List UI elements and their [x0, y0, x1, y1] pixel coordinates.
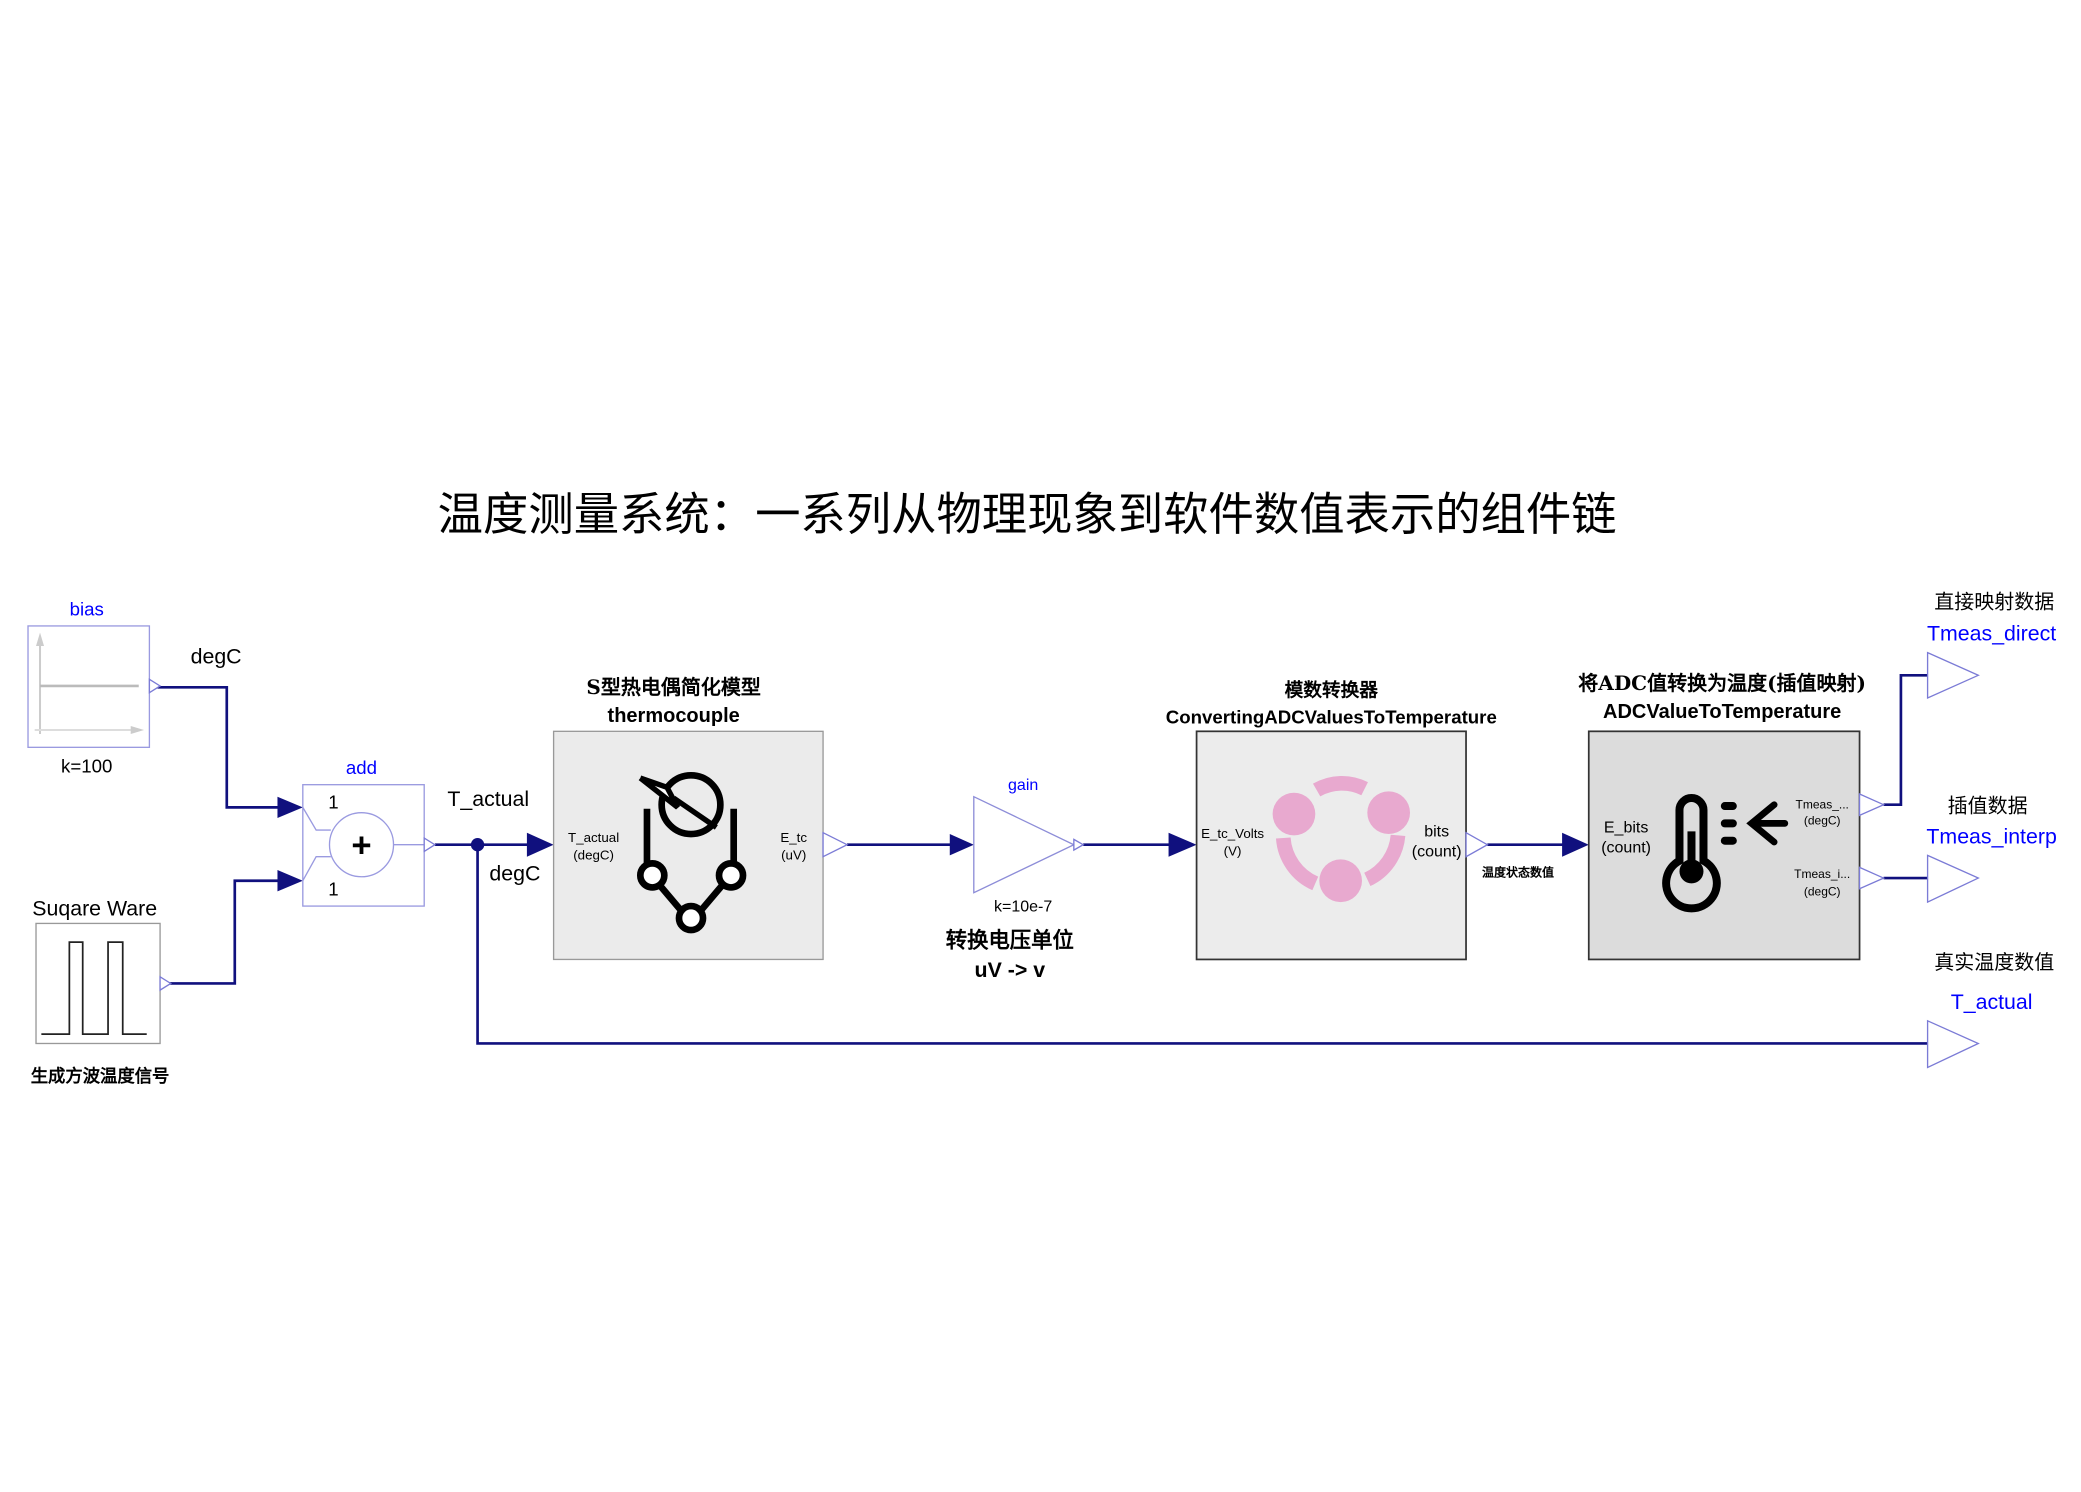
gain-desc-cn: 转换电压单位: [946, 927, 1074, 953]
adc-name: ConvertingADCValuesToTemperature: [1166, 706, 1497, 727]
adc-wire-label: 温度状态数值: [1482, 865, 1554, 880]
add-gain-1: 1: [328, 792, 338, 813]
add-name: add: [346, 757, 377, 778]
adc-in-unit: (V): [1224, 843, 1242, 858]
adc2temp-out2-port: Tmeas_i...: [1794, 867, 1850, 881]
wire-wave-to-add[interactable]: [168, 879, 283, 985]
bias-block[interactable]: bias k=100 degC: [27, 598, 242, 777]
wire-direct-output[interactable]: [1883, 673, 1928, 807]
output-name: Tmeas_interp: [1926, 824, 2056, 848]
adc2temp-out1-port: Tmeas_...: [1796, 798, 1849, 812]
adc-cycle-icon: [1272, 775, 1411, 903]
adc2temp-in-port: E_bits: [1604, 820, 1648, 837]
output-name: T_actual: [1951, 990, 2033, 1014]
thermometer-icon: [1662, 794, 1789, 913]
bias-param: k=100: [61, 756, 112, 777]
thermocouple-icon: [636, 772, 747, 934]
thermocouple-in-port: T_actual: [568, 830, 619, 845]
wire-t-actual-output[interactable]: [476, 844, 1928, 1045]
output-tmeas-interp[interactable]: 插值数据 Tmeas_interp: [1926, 794, 2057, 904]
thermocouple-out-unit: (uV): [781, 847, 806, 862]
add-output-label: T_actual: [447, 787, 529, 811]
output-desc: 直接映射数据: [1934, 590, 2054, 614]
adc-block[interactable]: 模数转换器 ConvertingADCValuesToTemperature E…: [1166, 680, 1554, 961]
adc2temp-name: ADCValueToTemperature: [1603, 701, 1841, 723]
connections: [157, 673, 1928, 1045]
gain-name: gain: [1008, 777, 1038, 794]
gain-param: k=10e-7: [994, 898, 1052, 915]
square-wave-icon: [41, 941, 147, 1036]
gain-desc: uV -> v: [975, 958, 1046, 982]
thermocouple-in-unit: (degC): [573, 847, 614, 862]
square-wave-block[interactable]: Suqare Ware 生成方波温度信号: [31, 896, 173, 1087]
thermocouple-title-cn: S型热电偶简化模型: [586, 675, 760, 699]
bias-name: bias: [70, 598, 104, 619]
output-t-actual[interactable]: 真实温度数值 T_actual: [1926, 950, 2055, 1069]
adc-out-unit: (count): [1412, 844, 1462, 861]
thermocouple-name: thermocouple: [608, 705, 740, 727]
gain-block[interactable]: gain k=10e-7 转换电压单位 uV -> v: [946, 777, 1085, 982]
junction-dot: [470, 838, 485, 852]
output-desc: 真实温度数值: [1934, 950, 2054, 974]
adc-in-port: E_tc_Volts: [1201, 826, 1264, 841]
output-name: Tmeas_direct: [1927, 622, 2056, 646]
square-wave-name: Suqare Ware: [32, 896, 157, 920]
add-symbol: +: [351, 827, 371, 865]
adc2temp-title-cn: 将ADC值转换为温度(插值映射): [1578, 671, 1866, 695]
diagram-title: 温度测量系统：一系列从物理现象到软件数值表示的组件链: [438, 488, 1617, 541]
adc2temp-out2-unit: (degC): [1804, 884, 1841, 898]
adc-out-port: bits: [1424, 824, 1449, 841]
arrow-icon: [949, 834, 974, 856]
output-desc: 插值数据: [1948, 794, 2028, 818]
arrow-icon: [1562, 832, 1589, 857]
square-wave-description: 生成方波温度信号: [31, 1066, 170, 1087]
add-block[interactable]: add + 1 1 T_actual degC: [302, 757, 541, 907]
bias-unit-label: degC: [191, 644, 242, 668]
thermocouple-block[interactable]: S型热电偶简化模型 thermocouple T_actual (degC) E…: [552, 675, 849, 961]
adc2temp-in-unit: (count): [1601, 840, 1651, 857]
adc-to-temperature-block[interactable]: 将ADC值转换为温度(插值映射) ADCValueToTemperature E…: [1578, 671, 1886, 961]
arrow-icon: [1168, 832, 1197, 857]
adc-title-cn: 模数转换器: [1285, 680, 1379, 702]
add-output-unit: degC: [489, 862, 540, 886]
add-gain-2: 1: [328, 878, 338, 899]
output-tmeas-direct[interactable]: 直接映射数据 Tmeas_direct: [1926, 590, 2056, 700]
arrow-icon: [277, 796, 303, 819]
arrow-icon: [526, 832, 554, 857]
adc2temp-out1-unit: (degC): [1804, 814, 1841, 828]
thermocouple-out-port: E_tc: [780, 830, 807, 845]
arrow-icon: [277, 870, 303, 892]
wire-bias-to-add[interactable]: [157, 685, 283, 809]
